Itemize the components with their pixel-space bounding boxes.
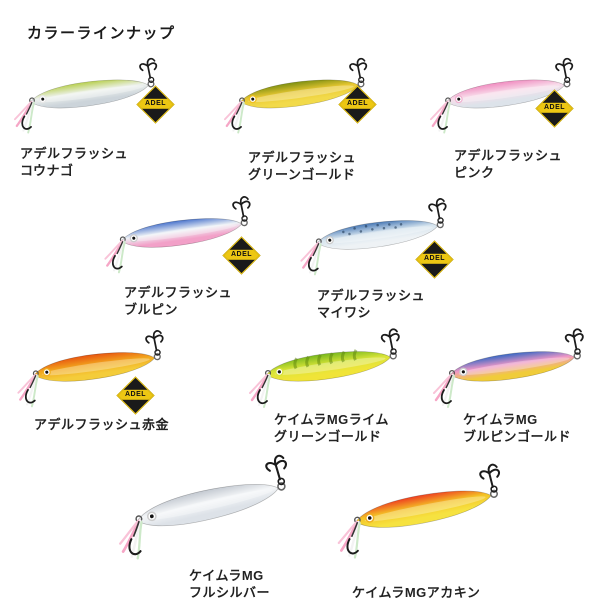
lure-label-line: フルシルバー — [189, 585, 271, 600]
lure-label-line: アデルフラッシュ — [124, 285, 233, 300]
adel-badge-diamond: ADEL — [222, 236, 261, 275]
lure-label: アデルフラッシュ グリーンゴールド — [248, 149, 356, 183]
lure-label: アデルフラッシュ ブルピン — [124, 284, 232, 318]
adel-badge-label: ADEL — [346, 99, 369, 107]
lure-photo — [325, 451, 520, 571]
adel-badge: ADEL — [116, 376, 155, 415]
adel-badge: ADEL — [136, 85, 175, 124]
lure-photo — [110, 440, 305, 574]
adel-badge-label: ADEL — [230, 250, 253, 258]
lure-label-line: グリーンゴールド — [248, 167, 356, 182]
lure-label: ケイムラMGアカキン — [352, 584, 480, 600]
lure-label: ケイムラMG ブルピンゴールド — [463, 411, 571, 445]
lure-photo — [426, 48, 584, 143]
adel-badge: ADEL — [222, 236, 261, 275]
lure-label-line: アデルフラッシュ — [248, 150, 357, 165]
adel-badge-diamond: ADEL — [338, 85, 377, 124]
lure-label-line: グリーンゴールド — [274, 429, 382, 444]
page-title: カラーラインナップ — [27, 25, 176, 43]
lure-photo — [296, 188, 458, 285]
lure-label-line: ピンク — [454, 165, 495, 180]
adel-badge-label: ADEL — [423, 254, 446, 262]
lure-label-line: ケイムラMGアカキン — [352, 585, 481, 600]
lure-label-line: マイワシ — [317, 305, 372, 320]
lure-label-line: アデルフラッシュ赤金 — [34, 417, 170, 432]
lure-photo — [238, 318, 418, 418]
adel-badge-diamond: ADEL — [535, 89, 574, 128]
lure-label: ケイムラMG フルシルバー — [189, 567, 270, 600]
adel-badge: ADEL — [535, 89, 574, 128]
adel-badge-band: ADEL — [136, 98, 175, 109]
adel-badge-band: ADEL — [535, 102, 574, 113]
adel-badge-diamond: ADEL — [415, 240, 454, 279]
adel-badge-label: ADEL — [543, 103, 566, 111]
adel-badge-band: ADEL — [116, 389, 155, 400]
lure-photo — [10, 320, 178, 417]
lure-label: アデルフラッシュ ピンク — [454, 147, 562, 181]
lure-label-line: コウナゴ — [20, 163, 74, 178]
adel-badge-label: ADEL — [144, 99, 167, 107]
lure-photo — [100, 186, 262, 283]
lure-label-line: アデルフラッシュ — [454, 148, 563, 163]
lure-photo — [220, 48, 378, 143]
lure-label-line: ブルピンゴールド — [463, 429, 572, 444]
adel-badge-band: ADEL — [222, 249, 261, 260]
lure-photo — [426, 318, 598, 418]
adel-badge: ADEL — [415, 240, 454, 279]
lure-label-line: ケイムラMG — [463, 412, 538, 427]
adel-badge-label: ADEL — [124, 390, 147, 398]
lure-photo — [10, 48, 168, 143]
lure-label: アデルフラッシュ マイワシ — [317, 287, 425, 321]
lure-label-line: アデルフラッシュ — [20, 146, 129, 161]
adel-badge-band: ADEL — [338, 98, 377, 109]
lure-label-line: ブルピン — [124, 302, 179, 317]
lure-label-line: ケイムラMGライム — [274, 412, 390, 427]
lure-label: ケイムラMGライム グリーンゴールド — [274, 411, 389, 445]
adel-badge-diamond: ADEL — [116, 376, 155, 415]
lure-label-line: アデルフラッシュ — [317, 288, 426, 303]
adel-badge: ADEL — [338, 85, 377, 124]
lure-label-line: ケイムラMG — [189, 568, 264, 583]
adel-badge-band: ADEL — [415, 253, 454, 264]
adel-badge-diamond: ADEL — [136, 85, 175, 124]
lure-label: アデルフラッシュ赤金 — [34, 416, 169, 433]
lure-label: アデルフラッシュ コウナゴ — [20, 145, 128, 179]
